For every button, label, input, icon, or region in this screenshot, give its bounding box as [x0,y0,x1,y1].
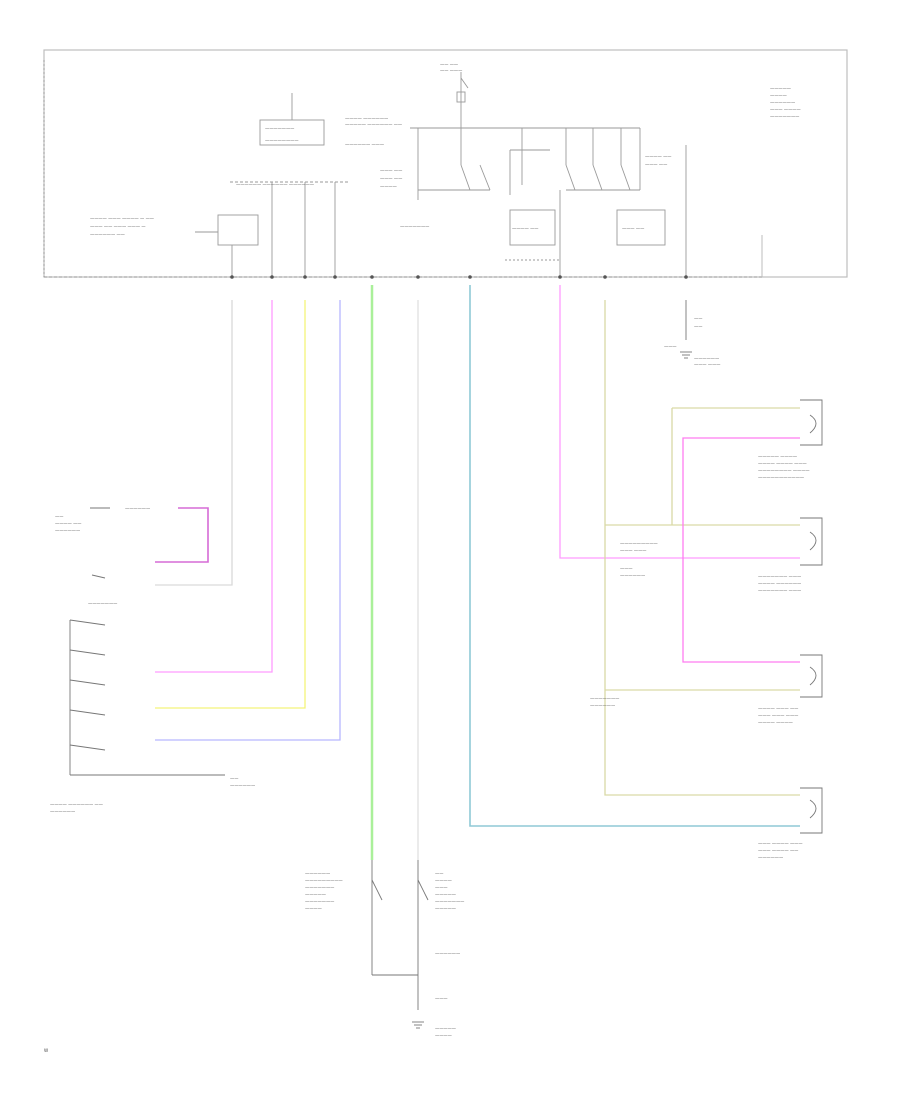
svg-text:————: ———— [770,93,787,98]
module-internals [195,72,687,277]
svg-text:——————: —————— [125,506,150,511]
svg-text:———————: ——————— [265,126,294,131]
door-actuators [800,399,823,834]
svg-text:—————————: ————————— [620,541,658,546]
svg-text:——————: —————— [758,855,783,860]
connector-pins [230,275,688,279]
ground-top-right [680,300,692,359]
svg-text:—— ———: —— ——— [440,68,462,73]
svg-text:——————: —————— [620,573,645,578]
svg-text:——————: —————— [230,783,255,788]
svg-text:————: ———— [435,1033,452,1038]
svg-text:———: ——— [435,996,448,1001]
wire-violet [155,300,273,673]
svg-text:——————: —————— [435,951,460,956]
wire-violet-right [559,285,800,559]
svg-text:——: —— [230,776,238,781]
svg-text:—————— ——: —————— —— [90,232,125,237]
svg-text:——: —— [435,871,443,876]
svg-text:———— ——— ———— — ——: ———— ——— ———— — —— [90,216,154,221]
wire-tan [604,300,800,796]
svg-text:—————— —————— ——————: —————— —————— —————— [236,182,314,187]
svg-text:————— —————— ——: ————— —————— —— [345,122,402,127]
left-switch [69,507,225,776]
svg-text:—————: ————— [435,906,456,911]
svg-text:——————: —————— [50,809,75,814]
module-frame [43,49,848,278]
wires [155,285,800,860]
door-actuator-labels: ————— ———— ———— ———— ——— ———————— ———— —… [590,454,810,860]
svg-text:———————: ——————— [400,224,429,229]
page-code: W [44,1048,48,1053]
ground-top-right-labels: —— —— ——— —————— ——— ——— [664,316,720,367]
svg-text:——— ——: ——— —— [380,168,402,173]
svg-text:——— ———: ——— ——— [620,548,646,553]
svg-text:——: —— [694,324,702,329]
svg-text:————: ———— [380,184,397,189]
svg-text:——————: —————— [305,871,330,876]
svg-text:—————: ————— [305,892,326,897]
svg-text:———: ——— [435,885,448,890]
left-switch-labels: —— ———— —— —————— —————— ——————— ———— ——… [50,506,255,814]
svg-text:——: —— [694,316,702,321]
svg-text:——————: —————— [590,703,615,708]
svg-text:————: ———— [435,878,452,883]
svg-text:——————: —————— [694,356,719,361]
wire-blue [155,300,341,741]
svg-text:—————: ————— [435,1026,456,1031]
svg-text:—————: ————— [435,892,456,897]
svg-text:——————— ———: ——————— ——— [758,574,801,579]
svg-text:———— ——— ——: ———— ——— —— [758,706,798,711]
svg-text:———— ——————: ———— —————— [345,116,388,121]
module-labels: —— —— —— ——— ———— —————— ————— —————— ——… [90,62,801,237]
wire-switch-magenta [155,507,209,563]
svg-text:———— ———— ———: ———— ———— ——— [758,461,807,466]
svg-text:——— ———: ——— ——— [694,362,720,367]
svg-text:———————: ——————— [305,885,334,890]
bottom-switch-labels: —————— ————————— ——————— ————— ——————— —… [305,871,464,1038]
svg-text:———: ——— [620,566,633,571]
svg-text:——————: —————— [55,528,80,533]
svg-text:——— ——: ——— —— [622,226,644,231]
svg-text:—————————: ————————— [305,878,343,883]
svg-text:———————————: ——————————— [758,475,804,480]
svg-text:——— ———— ——: ——— ———— —— [758,848,798,853]
svg-text:——— ——: ——— —— [380,176,402,181]
svg-text:———————: ——————— [590,696,619,701]
svg-text:———— ——: ———— —— [645,154,671,159]
svg-text:——— —— ——— ——— —: ——— —— ——— ——— — [90,224,146,229]
svg-text:—————— ———: —————— ——— [345,142,384,147]
svg-text:———————: ——————— [88,601,117,606]
svg-text:———————: ——————— [305,899,334,904]
wire-white [155,300,233,586]
svg-text:——— ————: ——— ———— [770,107,801,112]
svg-text:———————: ——————— [435,899,464,904]
svg-text:——— ———— ———: ——— ———— ——— [758,841,803,846]
svg-text:———— ——: ———— —— [55,521,81,526]
wire-teal [469,285,800,827]
bottom-switches [371,860,429,1029]
svg-text:———————: ——————— [770,114,799,119]
svg-text:———: ——— [664,344,677,349]
svg-text:————— ————: ————— ———— [758,454,797,459]
svg-text:———— ————: ———— ———— [758,720,793,725]
svg-text:————: ———— [305,906,322,911]
svg-text:——————— ———: ——————— ——— [758,588,801,593]
svg-text:——————: —————— [770,100,795,105]
svg-text:———— ——————: ———— —————— [758,581,801,586]
svg-text:—————: ————— [770,86,791,91]
svg-text:————————: ———————— [265,138,299,143]
svg-text:———————— ————: ———————— ———— [758,468,810,473]
svg-text:——— ——— ———: ——— ——— ——— [758,713,798,718]
svg-text:——— ——: ——— —— [645,162,667,167]
svg-text:———— ——: ———— —— [512,226,538,231]
wire-magenta [682,437,800,663]
svg-text:——: —— [55,514,63,519]
svg-text:———— —————— ——: ———— —————— —— [50,802,103,807]
svg-text:—— ——: —— —— [440,62,458,67]
wire-yellow [155,300,306,709]
